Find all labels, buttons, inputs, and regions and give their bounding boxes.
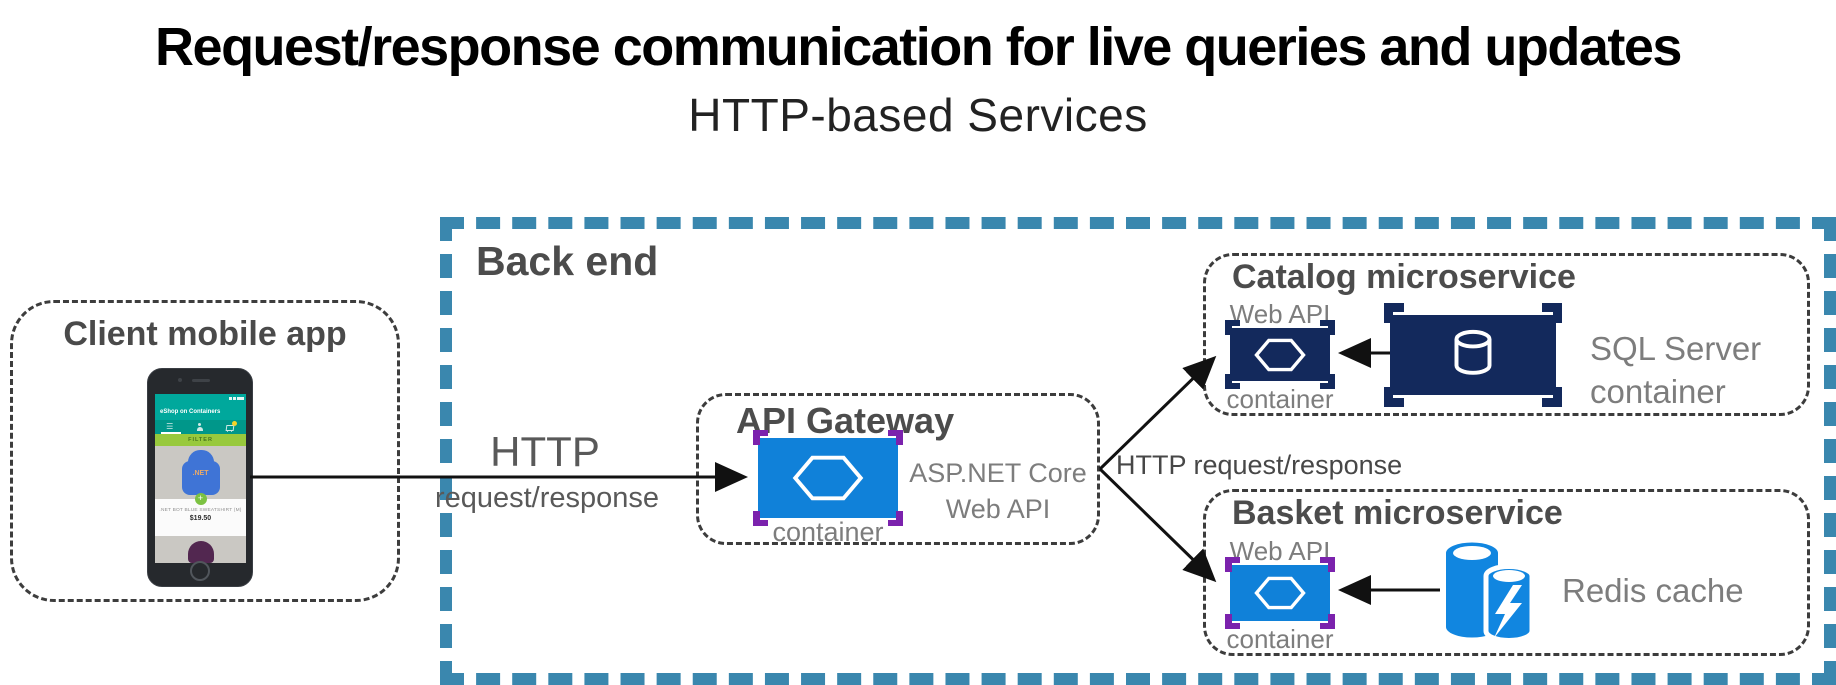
- menu-icon: ☰: [166, 422, 174, 431]
- cart-icon: [225, 420, 237, 432]
- aspnet-core-web-api-label: ASP.NET Core Web API: [909, 458, 1087, 525]
- product-name: .NET BOT BLUE SWEATSHIRT (M): [159, 508, 242, 513]
- product-image: .NET: [155, 446, 246, 499]
- api-gateway-box: [696, 393, 1100, 545]
- redis-cache-label: Redis cache: [1562, 572, 1744, 609]
- api-gateway-container-caption: container: [772, 517, 884, 547]
- basket-container-caption: container: [1226, 624, 1334, 654]
- catalog-container-icon: [1225, 320, 1335, 389]
- api-gateway-title: API Gateway: [736, 400, 955, 441]
- person-icon: [196, 423, 204, 431]
- add-to-cart-plus-icon: +: [194, 493, 207, 505]
- phone-app-bar: eShop on Containers: [155, 403, 246, 420]
- phone-screen: eShop on Containers ☰ FILTER .NET +: [155, 394, 246, 563]
- redis-cache-icon: [1438, 532, 1550, 649]
- product-info-strip: + .NET BOT BLUE SWEATSHIRT (M) $19.50: [155, 493, 246, 536]
- http-label: HTTP: [490, 428, 600, 475]
- backend-label: Back end: [476, 238, 659, 284]
- cart-badge: [231, 420, 237, 426]
- signal-icon: [229, 397, 232, 400]
- home-button-icon: [190, 561, 210, 581]
- speaker-slot-icon: [192, 379, 210, 382]
- clock-icon: [237, 397, 244, 400]
- sql-server-icon: [1384, 303, 1562, 407]
- hoodie-logo: .NET: [192, 470, 209, 477]
- client-box-label: Client mobile app: [63, 315, 347, 353]
- basket-web-api-label: Web API: [1229, 536, 1331, 566]
- basket-container-icon: [1225, 557, 1335, 629]
- app-bar-title: eShop on Containers: [160, 408, 221, 415]
- active-tab-underline: [161, 432, 181, 434]
- api-gateway-container-icon: [753, 430, 903, 526]
- catalog-title: Catalog microservice: [1232, 258, 1576, 296]
- battery-icon: [233, 397, 236, 400]
- camera-dot-icon: [178, 378, 182, 382]
- smartphone: eShop on Containers ☰ FILTER .NET +: [147, 368, 253, 587]
- product-price: $19.50: [189, 515, 212, 522]
- catalog-web-api-label: Web API: [1229, 299, 1331, 329]
- page-title: Request/response communication for live …: [155, 17, 1682, 77]
- page-subtitle: HTTP-based Services: [688, 89, 1148, 141]
- filter-bar: FILTER: [155, 434, 246, 446]
- basket-title: Basket microservice: [1232, 494, 1563, 532]
- client-mobile-app-box: Client mobile app: [10, 300, 400, 602]
- catalog-microservice-box: [1203, 253, 1810, 416]
- second-product-image: [155, 536, 246, 563]
- phone-status-bar: [155, 394, 246, 403]
- database-cylinder-icon: [1390, 315, 1556, 395]
- lightning-bolt-icon: [1494, 585, 1522, 638]
- container-hexagon-icon: [1230, 565, 1330, 621]
- backend-group-box: [440, 217, 1836, 685]
- request-response-label: request/response: [434, 482, 660, 514]
- container-hexagon-icon: [758, 438, 898, 518]
- phone-toolbar: ☰: [155, 420, 246, 434]
- purple-hoodie-graphic: [187, 541, 214, 563]
- container-hexagon-icon: [1230, 328, 1330, 381]
- filter-label: FILTER: [188, 437, 213, 443]
- catalog-container-caption: container: [1226, 384, 1334, 414]
- http-request-response-label: HTTP request/response: [1116, 450, 1403, 480]
- sql-server-container-label: SQL Server container: [1590, 330, 1762, 410]
